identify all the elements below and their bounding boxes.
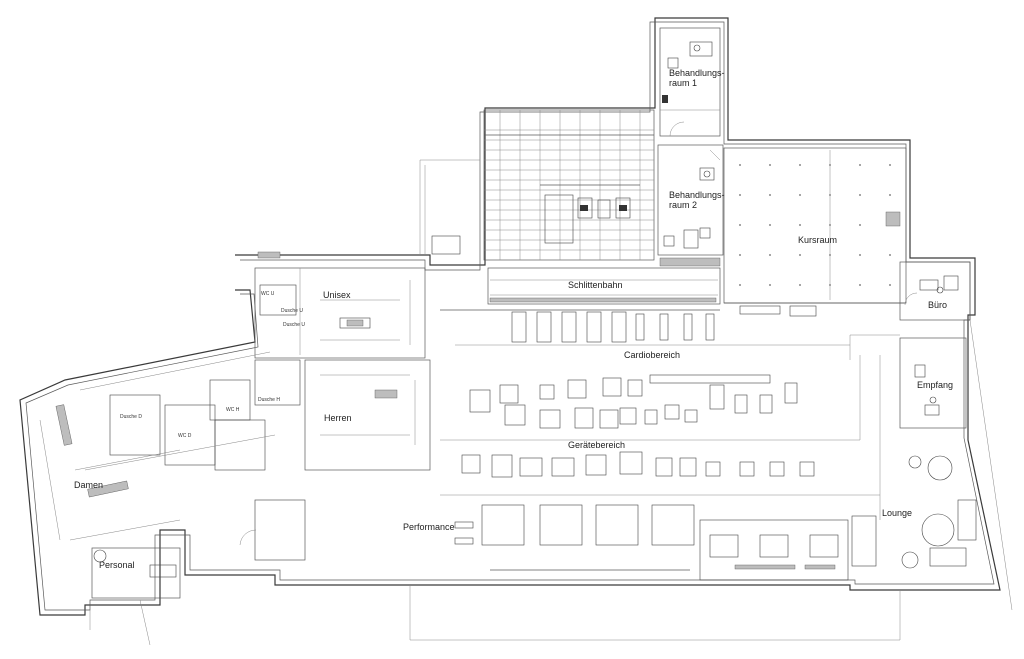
label-schlittenbahn: Schlittenbahn bbox=[568, 280, 623, 290]
label-dusche-d: Dusche D bbox=[120, 414, 142, 420]
room-performance bbox=[440, 494, 880, 581]
label-behandlungsraum-2: Behandlungs- raum 2 bbox=[669, 190, 725, 210]
room-behandlung-1 bbox=[659, 27, 721, 137]
label-damen: Damen bbox=[74, 480, 104, 490]
room-herren bbox=[209, 359, 431, 471]
room-empfang bbox=[849, 334, 967, 429]
label-buero: Büro bbox=[928, 300, 948, 310]
room-buero bbox=[899, 261, 971, 321]
label-dusche-u-1: Dusche U bbox=[283, 322, 305, 328]
entrance-area bbox=[239, 235, 461, 561]
label-cardiobereich: Cardiobereich bbox=[624, 350, 681, 360]
room-unisex bbox=[254, 251, 426, 359]
label-dusche-h: Dusche H bbox=[258, 397, 280, 403]
outer-walls bbox=[19, 17, 1013, 646]
schlittenbahn-track bbox=[487, 267, 721, 305]
room-cardiobereich bbox=[440, 309, 850, 346]
room-personal bbox=[91, 547, 181, 599]
label-wc-h: WC H bbox=[226, 407, 240, 413]
room-schlittenbahn-area bbox=[483, 109, 655, 261]
room-wc-dusche bbox=[79, 351, 276, 471]
room-behandlung-2 bbox=[657, 144, 724, 267]
label-unisex: Unisex bbox=[323, 290, 351, 300]
label-wc-d: WC D bbox=[178, 433, 192, 439]
label-personal: Personal bbox=[99, 560, 135, 570]
label-performance: Performance bbox=[403, 522, 455, 532]
label-dusche-u-2: Dusche U bbox=[281, 308, 303, 314]
room-lounge bbox=[851, 455, 977, 569]
label-behandlungsraum-1: Behandlungs- raum 1 bbox=[669, 68, 725, 88]
label-empfang: Empfang bbox=[917, 380, 954, 390]
room-kursraum bbox=[723, 147, 907, 317]
label-kursraum: Kursraum bbox=[798, 235, 838, 245]
label-herren: Herren bbox=[324, 413, 352, 423]
label-lounge: Lounge bbox=[882, 508, 913, 518]
label-geraetebereich: Gerätebereich bbox=[568, 440, 626, 450]
room-geraetebereich bbox=[440, 355, 881, 520]
room-damen bbox=[39, 404, 181, 541]
label-wc-u: WC U bbox=[261, 291, 275, 297]
